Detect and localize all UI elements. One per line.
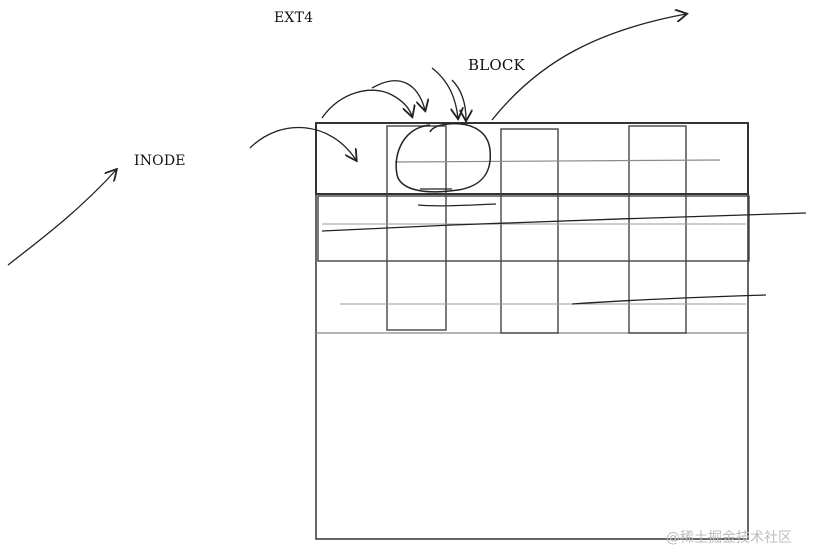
- arrow-into-inode-row: [249, 126, 356, 160]
- block-label: BLOCK: [468, 56, 525, 74]
- arrow-curl-left: [321, 89, 412, 118]
- arrow-block-out: [491, 14, 686, 121]
- arrow-curl-middle-3: [451, 79, 466, 120]
- circle-tail-stroke: [417, 203, 497, 207]
- arrow-toward-inode: [7, 170, 116, 266]
- arrow-curl-middle-1: [371, 80, 425, 110]
- inode-label: INODE: [134, 153, 186, 169]
- ext4-label: EXT4: [274, 10, 314, 26]
- data-row-box: [317, 195, 750, 262]
- partition-outer-box: [315, 122, 749, 540]
- hand-stroke-row-2: [321, 212, 807, 232]
- block-column-2: [500, 128, 559, 334]
- block-column-3: [628, 125, 687, 334]
- row-line-1: [394, 159, 721, 163]
- circled-block-scribble: [395, 122, 492, 193]
- watermark: @稀土掘金技术社区: [666, 530, 792, 546]
- inode-row-box: [315, 122, 749, 195]
- arrow-curl-middle-2: [431, 67, 458, 118]
- hand-stroke-row-3: [571, 294, 767, 305]
